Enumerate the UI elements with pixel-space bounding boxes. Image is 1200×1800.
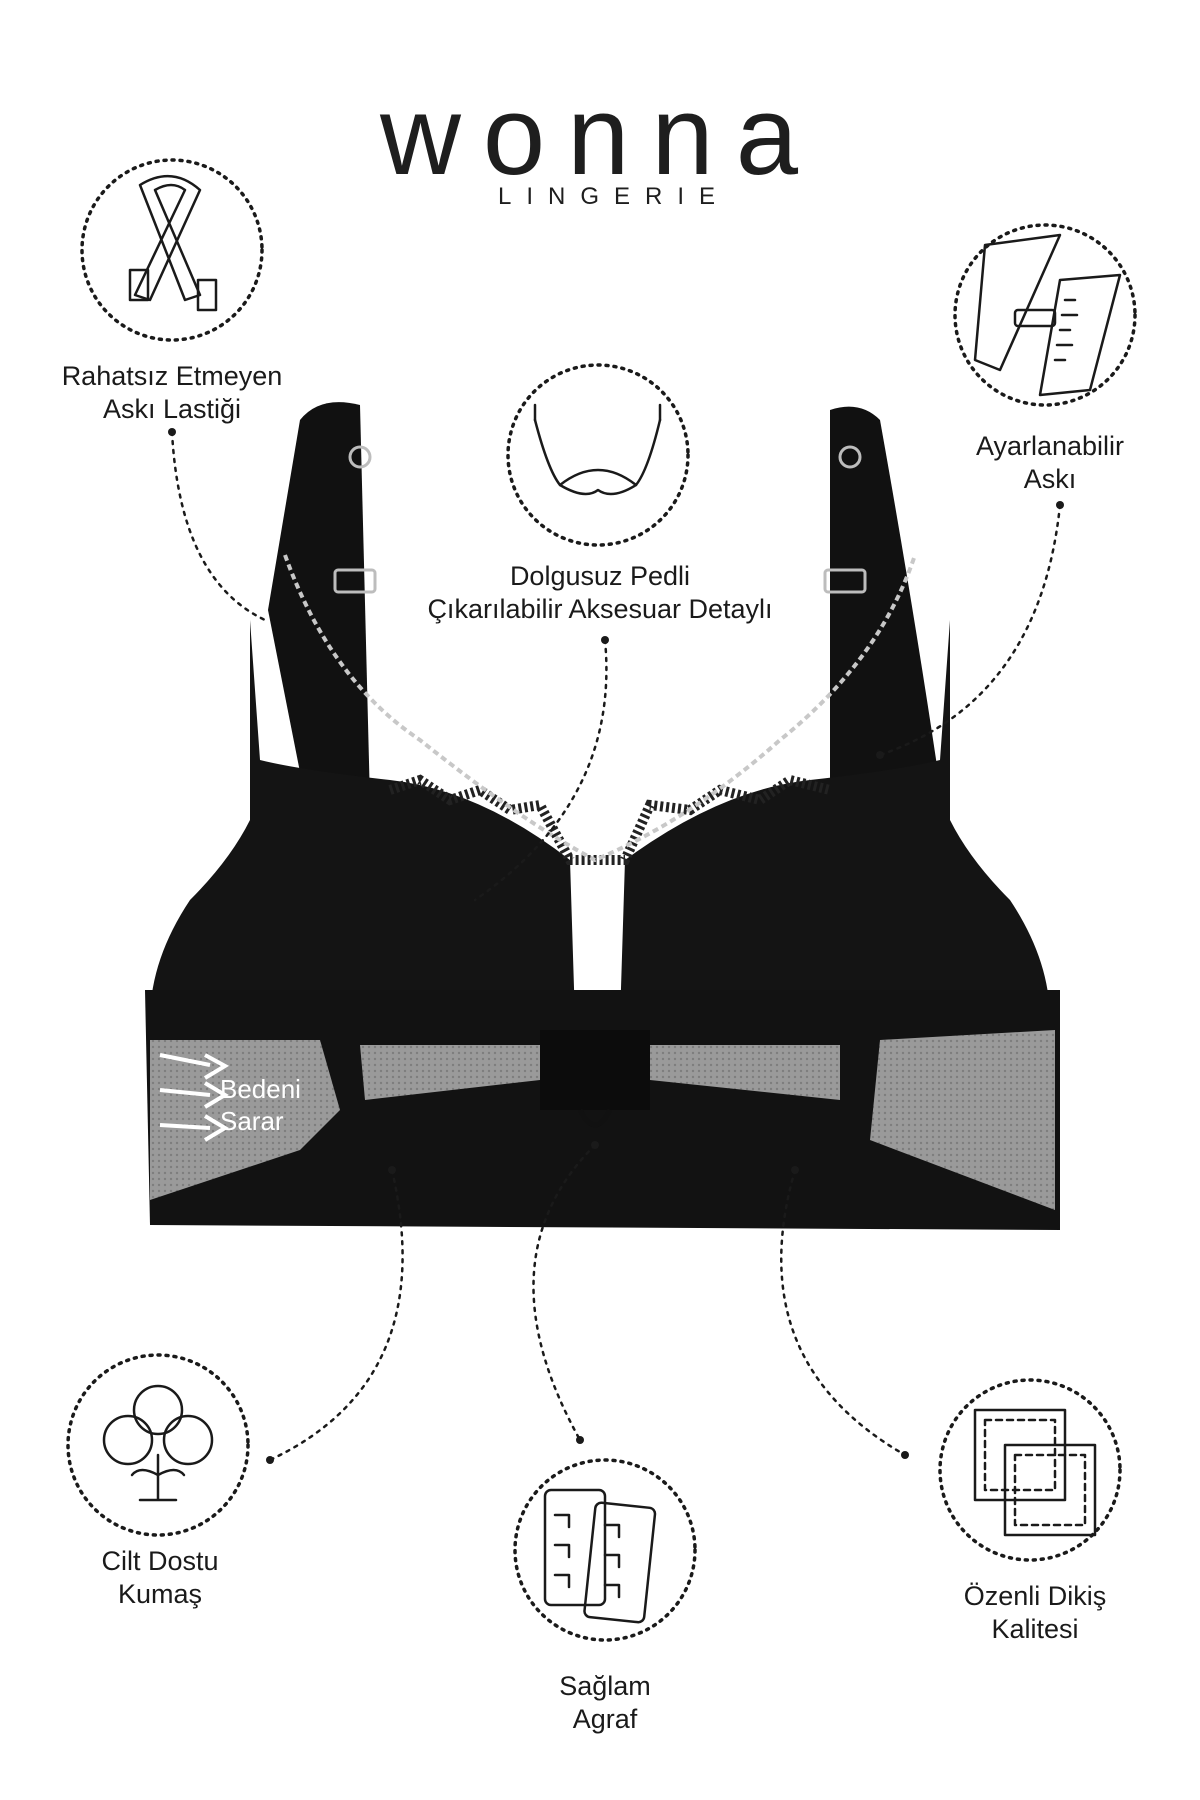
padding-badge	[506, 363, 690, 547]
feature-line: Kumaş	[117, 1579, 203, 1609]
feature-line: Çıkarılabilir Aksesuar Detaylı	[427, 594, 773, 624]
feature-line: Rahatsız Etmeyen	[61, 361, 283, 391]
right-inner-mesh	[650, 1045, 840, 1100]
feature-fabric-label: Cilt Dostu Kumaş	[60, 1545, 260, 1611]
brand-logo: wonna	[379, 73, 821, 198]
stitch-patch-icon	[973, 1408, 1097, 1537]
left-strap-ring	[348, 445, 372, 469]
feature-stitching-label: Özenli Dikiş Kalitesi	[910, 1580, 1160, 1646]
feature-line: Dolgusuz Pedli	[509, 561, 691, 591]
hook-badge	[513, 1458, 697, 1642]
feature-line: Cilt Dostu	[101, 1546, 219, 1576]
feature-line: Kalitesi	[991, 1614, 1079, 1644]
left-cup	[150, 620, 575, 1020]
feature-line: Agraf	[572, 1704, 638, 1734]
wrap-callout-line2: Sarar	[220, 1106, 284, 1136]
feature-line: Özenli Dikiş	[963, 1581, 1107, 1611]
left-strap-slider	[333, 568, 377, 594]
right-strap-slider	[823, 568, 867, 594]
feature-line: Askı	[1023, 464, 1077, 494]
connector-hook	[532, 1143, 597, 1442]
left-mesh-panel	[150, 1040, 340, 1200]
wrap-callout-line1: Bedeni	[220, 1074, 301, 1104]
bra-cup-icon	[533, 403, 662, 496]
feature-strap-elastic-label: Rahatsız Etmeyen Askı Lastiği	[22, 360, 322, 426]
connector-adjustable	[878, 503, 1062, 757]
center-gore-hook	[577, 1108, 613, 1128]
fabric-badge	[66, 1353, 250, 1537]
feature-line: Ayarlanabilir	[975, 431, 1125, 461]
stitching-badge	[938, 1378, 1122, 1562]
feature-adjustable-label: Ayarlanabilir Askı	[935, 430, 1165, 496]
wrap-arrows	[159, 1053, 230, 1142]
connector-padding	[473, 638, 608, 902]
feature-line: Askı Lastiği	[102, 394, 242, 424]
connector-fabric	[268, 1168, 404, 1462]
cotton-icon	[102, 1384, 214, 1502]
strap-elastic-badge	[80, 158, 264, 342]
ruler-strap-icon	[973, 233, 1122, 397]
right-cup	[620, 620, 1050, 1020]
right-mesh-panel	[870, 1030, 1055, 1210]
strap-icon	[128, 174, 218, 312]
hook-eye-icon	[543, 1488, 657, 1624]
chain-accessory	[283, 554, 917, 863]
feature-line: Sağlam	[559, 1671, 651, 1701]
brand-tagline: LINGERIE	[497, 183, 731, 210]
connector-strap-elastic	[170, 430, 267, 622]
adjustable-badge	[953, 223, 1137, 407]
lace-edge	[388, 774, 832, 865]
hook-closure	[540, 1030, 650, 1110]
wrap-callout: Bedeni Sarar	[220, 1073, 330, 1137]
right-strap-ring	[838, 445, 862, 469]
left-inner-mesh	[360, 1045, 540, 1100]
feature-hook-label: Sağlam Agraf	[505, 1670, 705, 1736]
feature-padding-label: Dolgusuz Pedli Çıkarılabilir Aksesuar De…	[400, 560, 800, 626]
